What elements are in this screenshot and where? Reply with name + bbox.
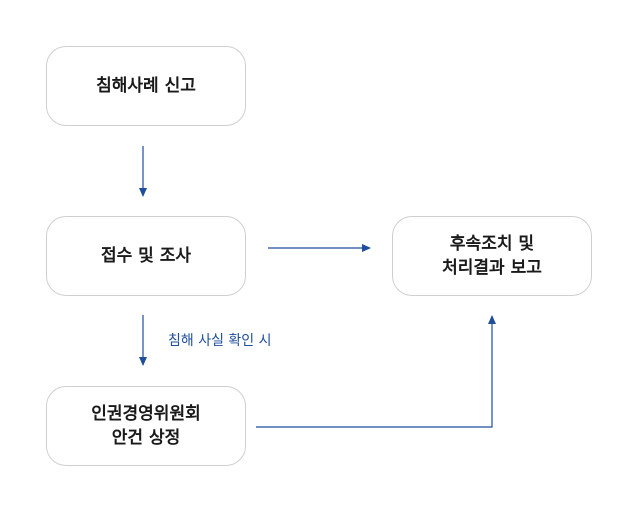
node-receive-investigate-label: 접수 및 조사 <box>100 246 192 266</box>
node-receive-investigate: 접수 및 조사 <box>46 216 246 296</box>
arrow-commission-to-followup <box>256 315 496 428</box>
node-report-case-label: 침해사례 신고 <box>96 76 196 96</box>
node-commission-agenda-label: 인권경영위원회 안건 상정 <box>91 404 201 448</box>
node-followup-report: 후속조치 및 처리결과 보고 <box>392 216 592 296</box>
node-report-case: 침해사례 신고 <box>46 46 246 126</box>
node-commission-agenda: 인권경영위원회 안건 상정 <box>46 386 246 466</box>
edge-label-violation-confirmed: 침해 사실 확인 시 <box>168 333 272 349</box>
node-followup-report-label: 후속조치 및 처리결과 보고 <box>442 234 542 278</box>
